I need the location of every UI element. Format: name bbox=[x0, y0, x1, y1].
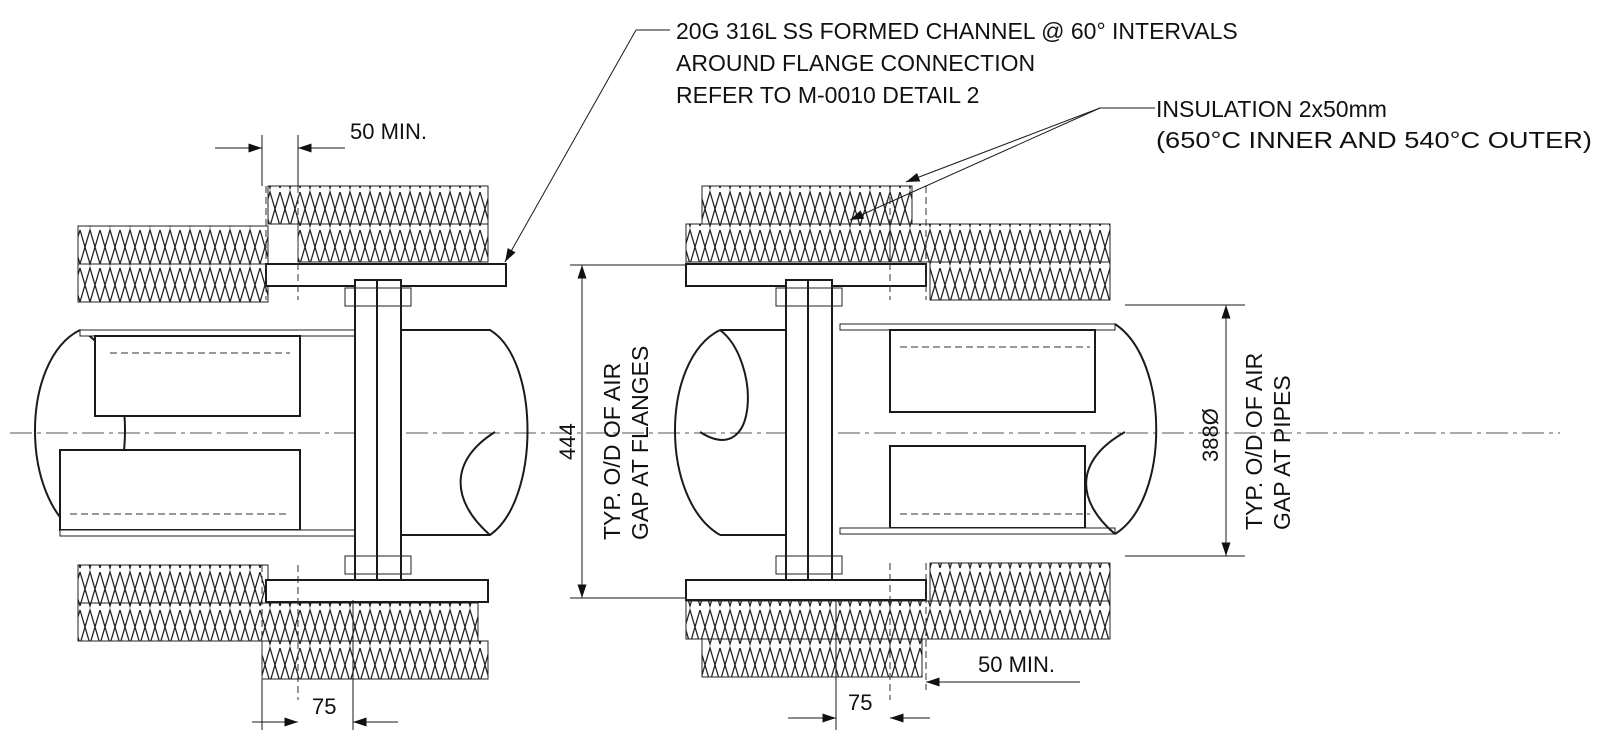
right-flange-plate-2 bbox=[807, 279, 833, 583]
right-bottom-insulation-2 bbox=[685, 600, 1111, 640]
left-bottom-channel bbox=[265, 579, 489, 603]
left-top-insulation-outer bbox=[77, 225, 269, 265]
flange-od-value: 444 bbox=[555, 423, 580, 460]
insulation-note-line2: (650°C INNER AND 540°C OUTER) bbox=[1156, 127, 1592, 153]
flange-od-label-line1: TYP. O/D OF AIR bbox=[599, 363, 625, 540]
right-pipe-shell-bottom bbox=[839, 527, 1116, 535]
pipe-od-value: 388Ø bbox=[1198, 408, 1223, 462]
right-top-insulation-1 bbox=[701, 185, 913, 225]
right-flange-bolt-bottom bbox=[775, 555, 843, 575]
right-top-insulation-3 bbox=[889, 223, 1111, 263]
left-flange-plate-1 bbox=[354, 279, 378, 583]
left-bottom-insulation-1 bbox=[77, 564, 269, 604]
left-bottom-insulation-3 bbox=[261, 640, 489, 680]
flange-od-dimension: 444 TYP. O/D OF AIR GAP AT FLANGES bbox=[555, 264, 700, 599]
left-flange-bolt-bottom bbox=[344, 555, 412, 575]
right-gap-dimension: 75 bbox=[848, 690, 872, 715]
right-overlap-dimension: 50 MIN. bbox=[978, 652, 1055, 677]
left-top-insulation-overlap-2 bbox=[297, 223, 489, 263]
flange-od-label-line2: GAP AT FLANGES bbox=[627, 346, 653, 540]
right-pipe-liner-top bbox=[889, 329, 1096, 413]
pipe-od-label-line1: TYP. O/D OF AIR bbox=[1241, 353, 1267, 530]
left-flange-plate-2 bbox=[376, 279, 402, 583]
left-top-insulation-overlap-1 bbox=[267, 185, 489, 225]
left-pipe-shell-bottom bbox=[59, 529, 356, 537]
right-pipe-liner-bottom bbox=[889, 445, 1086, 529]
right-flange-plate-1 bbox=[785, 279, 809, 583]
channel-note-line3: REFER TO M-0010 DETAIL 2 bbox=[676, 82, 979, 108]
pipe-od-dimension: 388Ø TYP. O/D OF AIR GAP AT PIPES bbox=[1125, 304, 1295, 557]
right-assembly: 50 MIN. 75 bbox=[674, 185, 1158, 730]
channel-note-line1: 20G 316L SS FORMED CHANNEL @ 60° INTERVA… bbox=[676, 18, 1238, 44]
left-overlap-dimension: 50 MIN. bbox=[350, 119, 427, 144]
right-bottom-insulation-1 bbox=[929, 562, 1111, 602]
left-bottom-insulation-2 bbox=[77, 602, 479, 642]
pipe-od-label-line2: GAP AT PIPES bbox=[1269, 375, 1295, 530]
left-assembly: 50 MIN. 75 bbox=[34, 119, 529, 730]
right-top-insulation-4 bbox=[929, 261, 1111, 301]
right-bottom-insulation-3 bbox=[701, 638, 923, 678]
left-top-insulation-inner bbox=[77, 263, 269, 303]
left-flange-bolt-top bbox=[344, 287, 412, 307]
right-top-insulation-2 bbox=[685, 223, 907, 263]
left-pipe-liner-top bbox=[94, 335, 301, 417]
left-gap-dimension: 75 bbox=[312, 694, 336, 719]
insulation-note-line1: INSULATION 2x50mm bbox=[1156, 96, 1387, 122]
channel-note-line2: AROUND FLANGE CONNECTION bbox=[676, 50, 1035, 76]
right-flange-bolt-top bbox=[775, 287, 843, 307]
left-pipe-liner-bottom bbox=[59, 449, 301, 531]
